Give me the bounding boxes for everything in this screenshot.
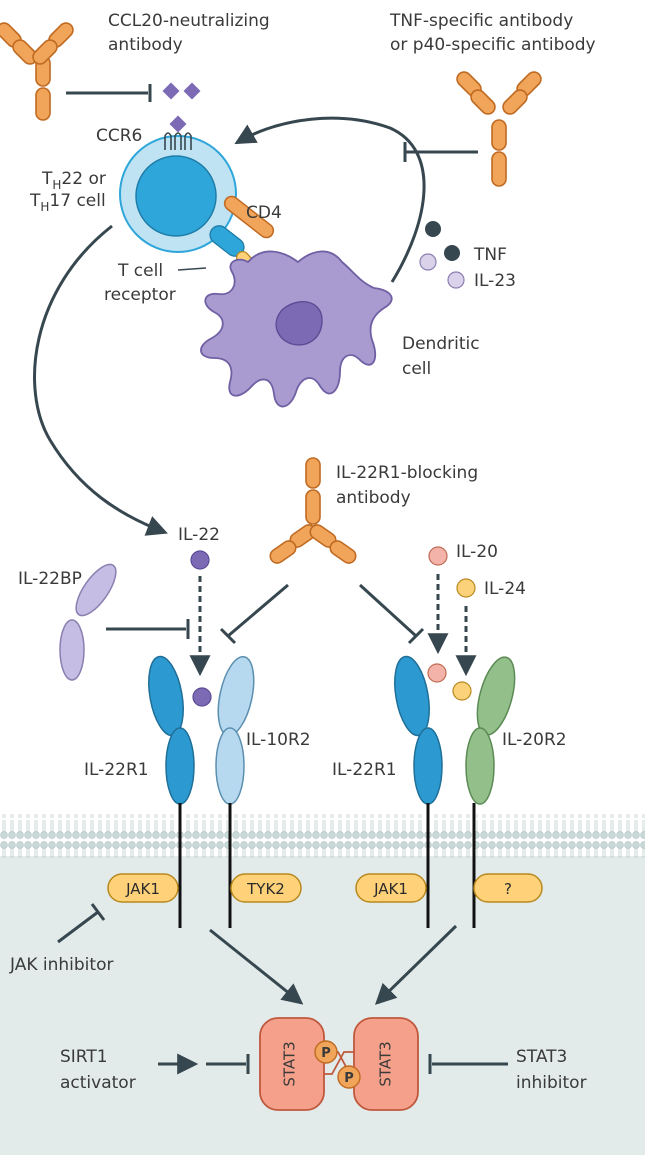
il22r1-right-label: IL-22R1 — [332, 760, 397, 780]
il20r2-label: IL-20R2 — [502, 730, 567, 750]
ccr6-label: CCR6 — [96, 126, 142, 146]
ab-inhibit-right-line — [358, 583, 418, 638]
il20r2-domain-1 — [476, 656, 516, 736]
il22r1-antibody-icon — [269, 457, 357, 564]
phospho-2 — [337, 1065, 361, 1089]
cell-membrane — [0, 814, 645, 858]
th-cell-label-1: TH22 or — [41, 169, 106, 192]
il22bp-domain-1 — [75, 563, 117, 617]
t-cell-nucleus — [135, 155, 217, 237]
il23-dot-2 — [447, 271, 465, 289]
il22r1-antibody-label-2: antibody — [336, 488, 411, 508]
jak1-right-pill — [355, 873, 427, 903]
stat3-inhibitor-label-1: STAT3 — [516, 1047, 567, 1067]
stat3-inhibitor-label-2: inhibitor — [516, 1073, 587, 1093]
ccl20-antibody-label-2: antibody — [108, 35, 183, 55]
th-cell-label-2: TH17 cell — [29, 191, 106, 214]
sirt1-label-1: SIRT1 — [60, 1047, 108, 1067]
phospho-2-label: P — [344, 1071, 354, 1086]
tnf-antibody-label-2: or p40-specific antibody — [390, 35, 596, 55]
ccl20-diamond-2 — [183, 82, 201, 100]
tcr-label-2: receptor — [104, 285, 176, 305]
unknown-kinase-label: ? — [504, 880, 512, 898]
il22r1-left-label: IL-22R1 — [84, 760, 149, 780]
il22bp-label: IL-22BP — [18, 569, 82, 589]
ab-inhibit-left-line — [227, 583, 289, 638]
jak-inhibitor-bar — [90, 903, 106, 921]
stat3-right-label: STAT3 — [377, 1041, 395, 1086]
il22-label: IL-22 — [178, 525, 220, 545]
tyk2-pill — [230, 873, 302, 903]
il24-bound — [452, 681, 472, 701]
cytoplasm — [0, 856, 645, 1155]
tyk2-label: TYK2 — [246, 880, 285, 898]
ab-inhibit-right-bar — [407, 627, 425, 645]
jak1-left-label: JAK1 — [125, 880, 160, 898]
il24-label: IL-24 — [484, 579, 526, 599]
il22r1-left-domain-1 — [148, 655, 184, 737]
jak-inhibitor-label: JAK inhibitor — [9, 955, 113, 975]
tnf-antibody-icon — [456, 71, 542, 187]
jak1-right-label: JAK1 — [373, 880, 408, 898]
il22r1-antibody-label-1: IL-22R1-blocking — [336, 463, 478, 483]
tcr-pointer — [177, 267, 207, 271]
ccr6-receptor — [164, 132, 192, 150]
tnf-antibody-label-1: TNF-specific antibody — [389, 11, 573, 31]
right-to-stat3-arrow — [374, 924, 458, 1005]
dendritic-cell-label-1: Dendritic — [402, 334, 480, 354]
stat3-dimer-link-2 — [324, 1051, 354, 1075]
tnf-dot-2 — [444, 245, 460, 261]
ccl20-diamond-1 — [162, 82, 180, 100]
dc-to-tcell-arrow — [234, 116, 426, 283]
ccl20-antibody-icon — [0, 22, 74, 121]
dendritic-cell-label-2: cell — [402, 359, 431, 379]
dendritic-nucleus — [275, 301, 323, 346]
il10r2-label: IL-10R2 — [246, 730, 311, 750]
ab-inhibit-left-bar — [219, 627, 237, 645]
stat3-left-box — [259, 1017, 325, 1111]
il10r2-domain-1 — [217, 655, 255, 737]
il20r2-domain-2 — [465, 727, 495, 805]
stat3-left-label: STAT3 — [281, 1041, 299, 1086]
il22r1-left-domain-2 — [165, 727, 195, 805]
cd4-label: CD4 — [246, 203, 282, 223]
phospho-1 — [314, 1040, 338, 1064]
il23-dot-1 — [419, 253, 437, 271]
jak1-left-pill — [107, 873, 179, 903]
stat3-right-box — [353, 1017, 419, 1111]
il22-bound — [192, 687, 212, 707]
il20-free — [428, 546, 448, 566]
tnf-label: TNF — [473, 245, 507, 265]
il23-label: IL-23 — [474, 271, 516, 291]
tnf-dot-1 — [425, 221, 441, 237]
il20-bound — [427, 663, 447, 683]
left-to-stat3-arrow — [209, 928, 304, 1005]
il22-free — [190, 550, 210, 570]
il20-label: IL-20 — [456, 542, 498, 562]
sirt1-label-2: activator — [60, 1073, 136, 1093]
il22bp-domain-2 — [59, 619, 85, 681]
unknown-kinase-pill — [473, 873, 543, 903]
il24-free — [456, 578, 476, 598]
il10r2-domain-2 — [215, 727, 245, 805]
phospho-1-label: P — [321, 1046, 331, 1061]
tcell-to-il22-arrow — [33, 224, 168, 536]
tcr-label-1: T cell — [117, 261, 163, 281]
ccl20-bound-diamond — [169, 115, 187, 133]
ccl20-antibody-label-1: CCL20-neutralizing — [108, 11, 270, 31]
il22r1-right-domain-1 — [394, 655, 430, 737]
cd4-molecule — [223, 195, 275, 239]
jak-inhibitor-line — [57, 910, 99, 944]
il22r1-right-domain-2 — [413, 727, 443, 805]
